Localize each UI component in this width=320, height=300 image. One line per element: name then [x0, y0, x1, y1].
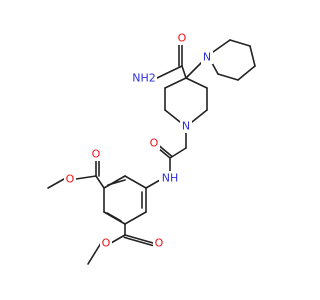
bond-benz5 — [103, 175, 126, 189]
bond-layer — [47, 39, 256, 265]
atom-label-layer: O NH2 N N O NH O O — [64, 31, 213, 250]
bond-ester2-co — [123, 236, 154, 247]
atom-o-acetamide: O — [148, 136, 160, 150]
atom-nh2: NH2 — [131, 71, 157, 85]
atom-o-ester2-carbonyl: O — [153, 236, 165, 250]
bond-pip6 — [211, 62, 219, 75]
bond-pip4 — [237, 65, 256, 81]
atom-n-piperidine-mid: N — [180, 119, 192, 133]
bond-pip3 — [249, 45, 256, 67]
bond-pip5 — [217, 73, 239, 81]
bond-ester2-co — [124, 234, 154, 244]
svg-text:O: O — [178, 32, 187, 45]
bond-ring6 — [185, 77, 208, 89]
atom-n-piperidine-top: N — [201, 50, 213, 64]
svg-text:O: O — [92, 148, 101, 161]
bond-benz-inner3 — [107, 179, 126, 186]
bond-ch2-co — [169, 147, 187, 159]
svg-text:O: O — [102, 237, 111, 250]
bond-ester1-o — [75, 175, 97, 180]
bond-acetamide-co — [158, 145, 173, 157]
svg-text:NH2: NH2 — [132, 72, 156, 85]
atom-o-ester1-carbonyl: O — [90, 147, 102, 161]
bond-pip1 — [212, 39, 231, 53]
bond-benz2 — [124, 211, 147, 225]
svg-text:N: N — [182, 120, 190, 133]
bond-benz6 — [124, 175, 147, 189]
atom-o-amide-top: O — [176, 31, 188, 45]
molecule-diagram: O NH2 N N O NH O O — [47, 31, 256, 265]
svg-text:N: N — [203, 51, 211, 64]
bond-ring4 — [191, 109, 208, 123]
bond-ester1-c — [95, 175, 105, 189]
svg-text:O: O — [155, 237, 164, 250]
bond-ester1-me — [47, 178, 65, 189]
svg-text:O: O — [66, 173, 75, 186]
bond-ester2-o — [110, 234, 126, 244]
atom-o-ester2-ether: O — [100, 236, 112, 250]
bond-amide-c-quat — [181, 65, 187, 79]
svg-text:NH: NH — [162, 172, 179, 185]
atom-o-ester1-ether: O — [64, 172, 76, 186]
bond-amide-cn — [156, 65, 183, 79]
bond-nh-aryl — [145, 179, 161, 189]
bond-pip2 — [229, 39, 251, 47]
bond-ring3 — [164, 109, 181, 123]
bond-benz-inner2 — [106, 212, 122, 222]
bond-ring1 — [164, 77, 187, 89]
atom-nh-amide: NH — [159, 171, 181, 185]
bond-ester2-me — [87, 242, 102, 265]
svg-text:O: O — [150, 137, 159, 150]
